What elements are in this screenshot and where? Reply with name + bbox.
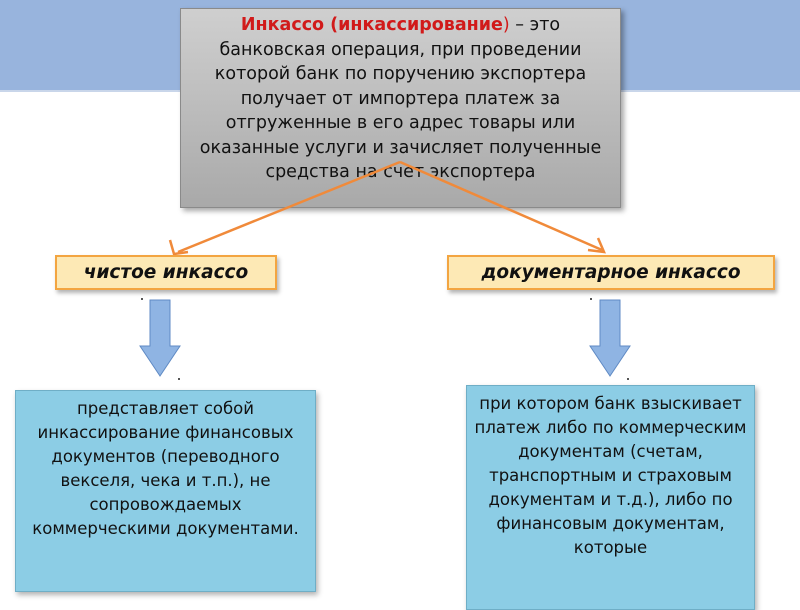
definition-text: – это банковская операция, при проведени… <box>199 15 602 182</box>
connector-right-arrowhead <box>587 237 607 254</box>
description-pure-collection: представляет собой инкассирование финанс… <box>15 390 316 592</box>
definition-box: Инкассо (инкассирование) – это банковска… <box>180 8 621 208</box>
description-documentary-collection: при котором банк взыскивает платеж либо … <box>466 385 755 610</box>
definition-term-close: ) <box>502 15 510 35</box>
marker-dot <box>141 298 143 300</box>
description-documentary-collection-text: при котором банк взыскивает платеж либо … <box>474 394 747 557</box>
type-documentary-collection: документарное инкассо <box>447 255 775 290</box>
definition-term: Инкассо (инкассирование <box>240 15 503 35</box>
type-pure-collection: чистое инкассо <box>55 255 277 290</box>
marker-dot <box>178 378 180 380</box>
description-pure-collection-text: представляет собой инкассирование финанс… <box>32 399 299 538</box>
type-documentary-collection-label: документарное инкассо <box>481 262 741 283</box>
down-arrow-right <box>589 299 631 377</box>
marker-dot <box>590 298 592 300</box>
type-pure-collection-label: чистое инкассо <box>83 262 249 283</box>
connector-left-arrowhead <box>168 239 189 256</box>
marker-dot <box>627 378 629 380</box>
down-arrow-left <box>139 299 181 377</box>
